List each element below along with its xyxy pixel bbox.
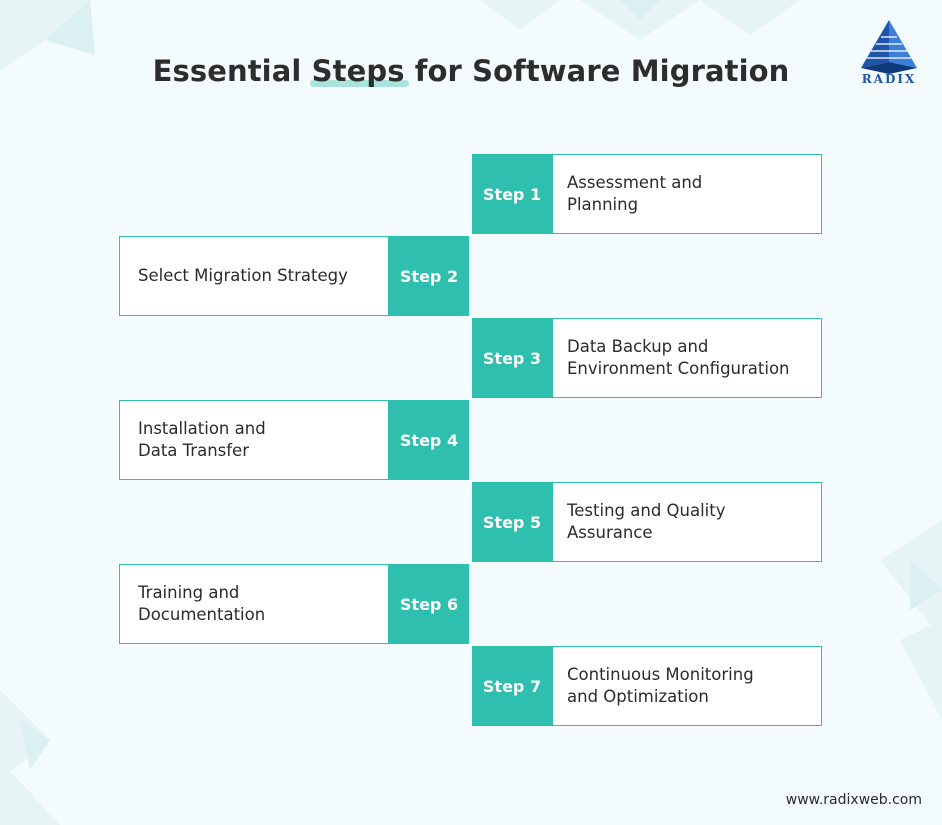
step-badge: Step 6 [389,564,469,644]
step-badge: Step 4 [389,400,469,480]
step-text: Select Migration Strategy [119,236,389,316]
title-prefix: Essential [152,54,312,88]
step-badge: Step 7 [472,646,552,726]
website-url: www.radixweb.com [785,792,922,808]
step-badge: Step 3 [472,318,552,398]
page-title: Essential Steps for Software Migration [0,54,942,88]
step-text: Testing and Quality Assurance [552,482,822,562]
step-badge: Step 1 [472,154,552,234]
step-text: Installation and Data Transfer [119,400,389,480]
title-suffix: for Software Migration [404,54,790,88]
pyramid-logo-icon [861,20,917,74]
step-text: Data Backup and Environment Configuratio… [552,318,822,398]
brand-name: RADIX [861,72,917,86]
step-badge: Step 2 [389,236,469,316]
step-text: Assessment and Planning [552,154,822,234]
title-highlight: Steps [309,54,409,88]
step-badge: Step 5 [472,482,552,562]
step-text: Training and Documentation [119,564,389,644]
step-text: Continuous Monitoring and Optimization [552,646,822,726]
title-highlight-word: Steps [311,54,405,88]
